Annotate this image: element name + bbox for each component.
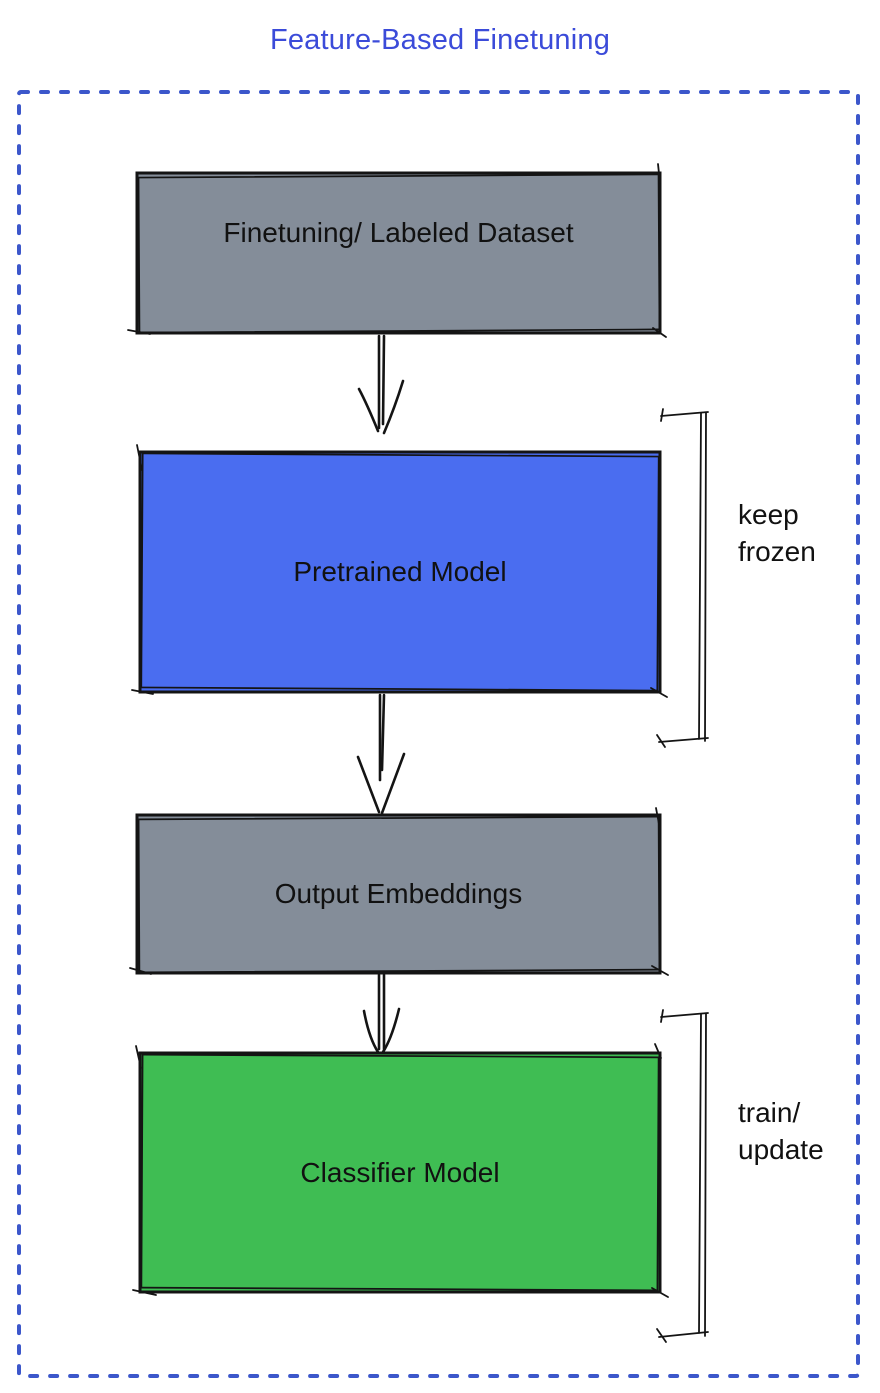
box-classifier-model	[132, 1043, 669, 1298]
box-pretrained-model	[131, 444, 668, 698]
dashed-frame	[17, 90, 860, 1378]
bracket-train-update	[656, 1009, 709, 1343]
arrow-dataset-to-pretrained	[357, 334, 405, 435]
bracket-keep-frozen	[656, 408, 709, 748]
arrow-pretrained-to-embeddings	[356, 693, 406, 815]
diagram-title: Feature-Based Finetuning	[269, 24, 611, 56]
box-finetuning-dataset	[127, 163, 667, 338]
arrow-embeddings-to-classifier	[362, 973, 401, 1054]
box-output-embeddings	[129, 807, 669, 976]
